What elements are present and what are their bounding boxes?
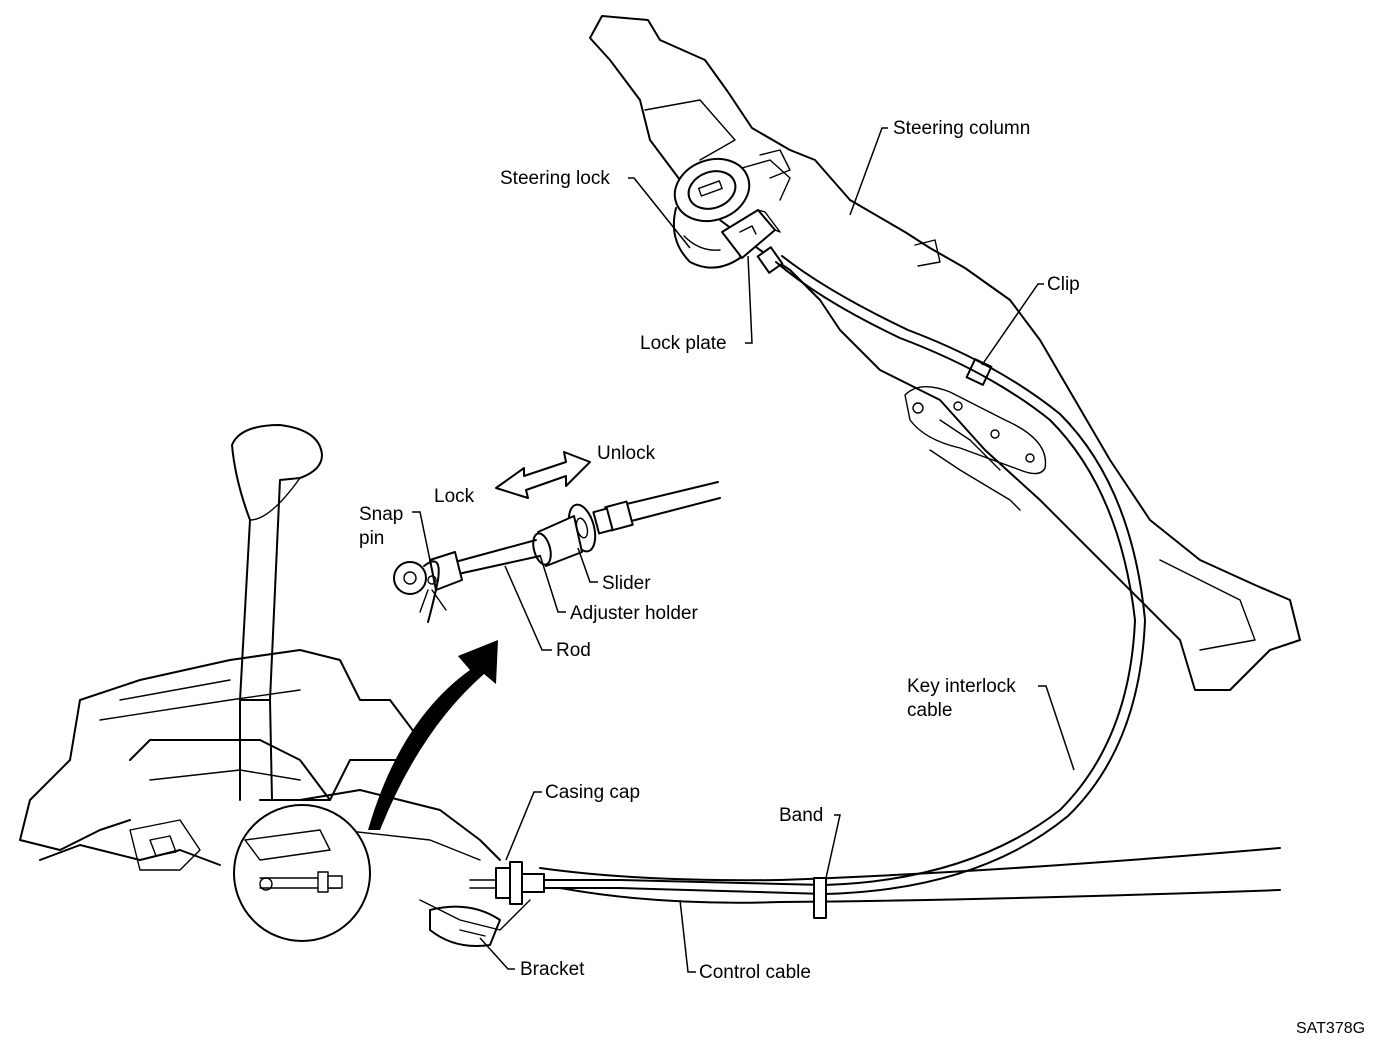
detail-arrow (368, 640, 498, 830)
lock-plate-shape (721, 209, 784, 274)
casing-cap-shape (469, 861, 545, 905)
label-casing-cap: Casing cap (545, 782, 641, 803)
label-snap-pin: Snap pin (359, 504, 404, 549)
label-bracket: Bracket (520, 959, 585, 980)
label-slider: Slider (602, 573, 651, 594)
label-steering-column: Steering column (893, 118, 1031, 139)
leader-lines (412, 127, 1075, 973)
clip-shape (965, 358, 993, 386)
control-cable-shape (539, 847, 1281, 904)
lock-unlock-arrow (495, 451, 591, 499)
key-interlock-cable-shape (519, 255, 1146, 895)
detail-circle (233, 804, 371, 942)
label-band: Band (779, 805, 824, 826)
label-clip: Clip (1047, 274, 1080, 295)
figure-code: SAT378G (1296, 1020, 1366, 1037)
label-adjuster-holder: Adjuster holder (570, 603, 698, 624)
steering-column-shape (589, 15, 1301, 691)
label-control-cable: Control cable (699, 962, 811, 983)
shifter-assembly-shape (19, 424, 531, 947)
label-unlock: Unlock (597, 443, 656, 464)
rod-detail-shape (393, 481, 721, 623)
label-steering-lock: Steering lock (500, 168, 610, 189)
label-key-interlock-cable: Key interlock cable (907, 676, 1016, 721)
label-lock: Lock (434, 486, 475, 507)
band-shape (813, 877, 827, 919)
label-lock-plate: Lock plate (640, 333, 727, 354)
label-rod: Rod (556, 640, 591, 661)
steering-lock-shape (672, 157, 791, 269)
